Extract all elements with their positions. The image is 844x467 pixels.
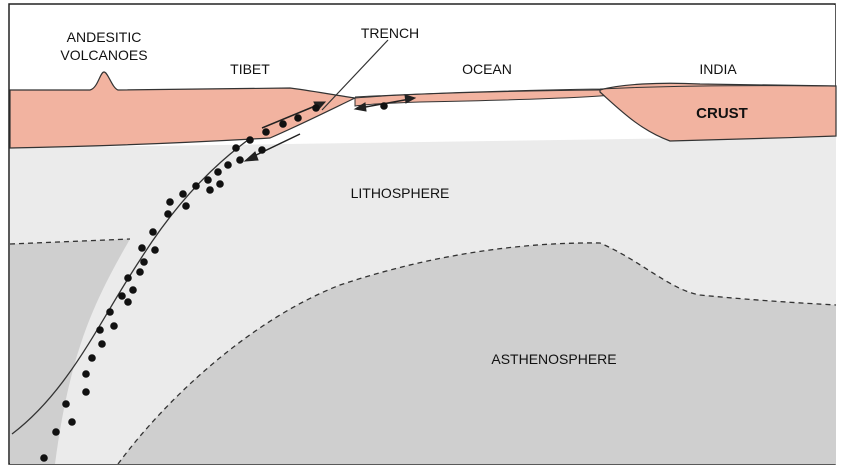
label-andesitic: ANDESITIC bbox=[67, 29, 142, 45]
earthquake-dot bbox=[246, 136, 254, 144]
earthquake-dot bbox=[124, 274, 132, 282]
earthquake-dot bbox=[258, 146, 266, 154]
label-asthenosphere: ASTHENOSPHERE bbox=[491, 351, 616, 367]
label-tibet: TIBET bbox=[230, 61, 270, 77]
earthquake-dot bbox=[106, 308, 114, 316]
earthquake-dot bbox=[118, 292, 126, 300]
earthquake-dot bbox=[129, 286, 137, 294]
earthquake-dot bbox=[82, 370, 90, 378]
earthquake-dot bbox=[98, 340, 106, 348]
earthquake-dot bbox=[216, 180, 224, 188]
label-crust: CRUST bbox=[696, 105, 748, 122]
earthquake-dot bbox=[136, 268, 144, 276]
earthquake-dot bbox=[164, 210, 172, 218]
earthquake-dot bbox=[140, 258, 148, 266]
earthquake-dot bbox=[262, 128, 270, 136]
label-volcanoes: VOLCANOES bbox=[60, 47, 147, 63]
earthquake-dot bbox=[279, 120, 287, 128]
earthquake-dot bbox=[380, 102, 388, 110]
earthquake-dot bbox=[206, 186, 214, 194]
earthquake-dot bbox=[166, 198, 174, 206]
earthquake-dot bbox=[214, 168, 222, 176]
earthquake-dot bbox=[68, 418, 76, 426]
earthquake-dot bbox=[88, 354, 96, 362]
earthquake-dot bbox=[192, 182, 200, 190]
earthquake-dot bbox=[179, 190, 187, 198]
earthquake-dot bbox=[62, 400, 70, 408]
earthquake-dot bbox=[224, 161, 232, 169]
label-lithosphere: LITHOSPHERE bbox=[351, 185, 450, 201]
earthquake-dot bbox=[96, 326, 104, 334]
label-india: INDIA bbox=[699, 61, 737, 77]
earthquake-dot bbox=[204, 176, 212, 184]
label-ocean: OCEAN bbox=[462, 61, 512, 77]
earthquake-dot bbox=[312, 104, 320, 112]
earthquake-dot bbox=[182, 202, 190, 210]
earthquake-dot bbox=[236, 156, 244, 164]
earthquake-dot bbox=[149, 228, 157, 236]
earthquake-dot bbox=[110, 322, 118, 330]
earthquake-dot bbox=[52, 428, 60, 436]
earthquake-dot bbox=[124, 298, 132, 306]
label-trench: TRENCH bbox=[361, 25, 419, 41]
earthquake-dot bbox=[82, 388, 90, 396]
earthquake-dot bbox=[294, 114, 302, 122]
earthquake-dot bbox=[40, 454, 48, 462]
earthquake-dot bbox=[138, 244, 146, 252]
earthquake-dot bbox=[232, 144, 240, 152]
earthquake-dot bbox=[151, 246, 159, 254]
